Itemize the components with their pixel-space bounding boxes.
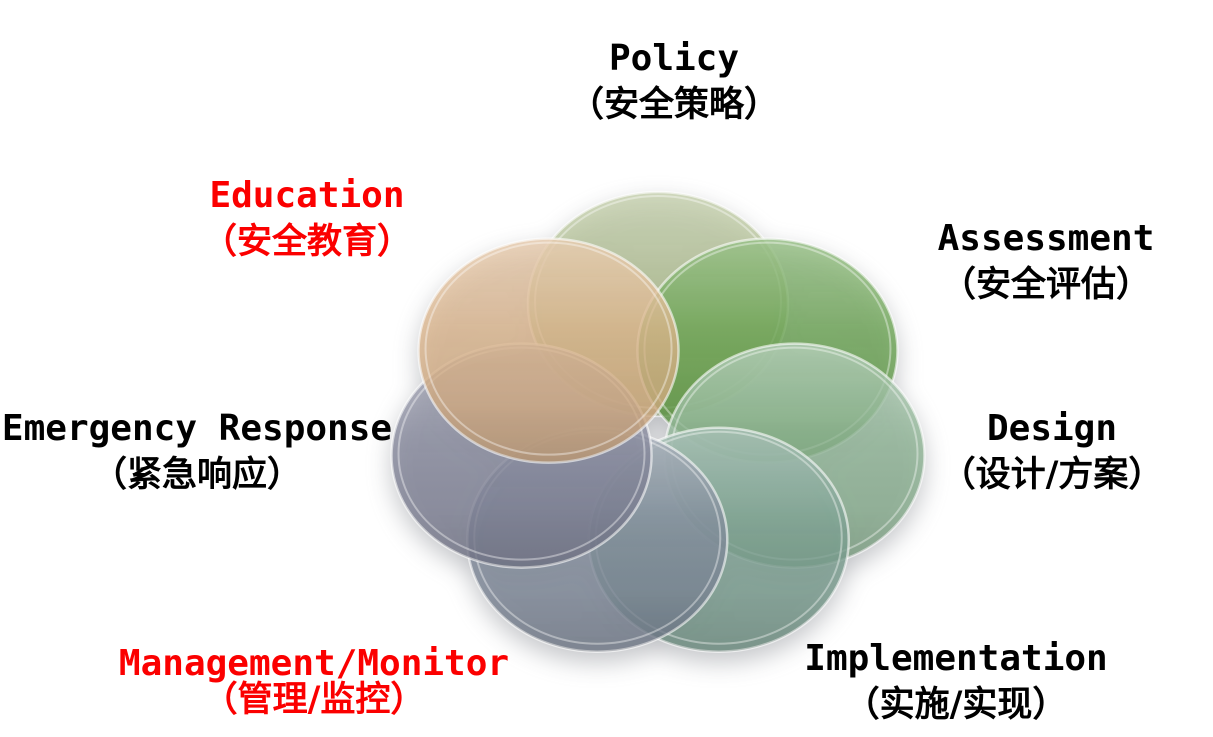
label-design-en: Design	[986, 408, 1118, 449]
label-policy-en: Policy	[608, 38, 740, 79]
circle-education-shine	[418, 238, 679, 463]
label-education: Education （安全教育）	[202, 173, 412, 265]
label-policy: Policy （安全策略）	[569, 36, 779, 128]
label-design-zh: （设计/方案）	[940, 455, 1164, 495]
circle-education-rim	[424, 241, 673, 456]
label-emergency-response: Emergency Response （紧急响应）	[2, 406, 392, 498]
label-implementation-en: Implementation	[804, 638, 1108, 679]
label-assessment-zh: （安全评估）	[940, 265, 1151, 305]
label-management-monitor: Management/Monitor （管理/监控）	[118, 643, 510, 720]
label-assessment-en: Assessment	[937, 218, 1155, 259]
label-management-monitor-en: Management/Monitor	[118, 643, 510, 684]
label-policy-zh: （安全策略）	[568, 85, 780, 125]
label-education-zh: （安全教育）	[201, 222, 413, 262]
label-implementation-zh: （实施/实现）	[844, 685, 1068, 725]
label-education-en: Education	[209, 175, 405, 216]
label-emergency-response-en: Emergency Response	[1, 408, 393, 449]
label-implementation: Implementation （实施/实现）	[804, 636, 1107, 728]
label-emergency-response-zh: （紧急响应）	[91, 455, 303, 495]
label-assessment: Assessment （安全评估）	[938, 216, 1155, 308]
label-management-monitor-zh: （管理/监控）	[202, 680, 426, 720]
label-design: Design （设计/方案）	[941, 406, 1164, 498]
